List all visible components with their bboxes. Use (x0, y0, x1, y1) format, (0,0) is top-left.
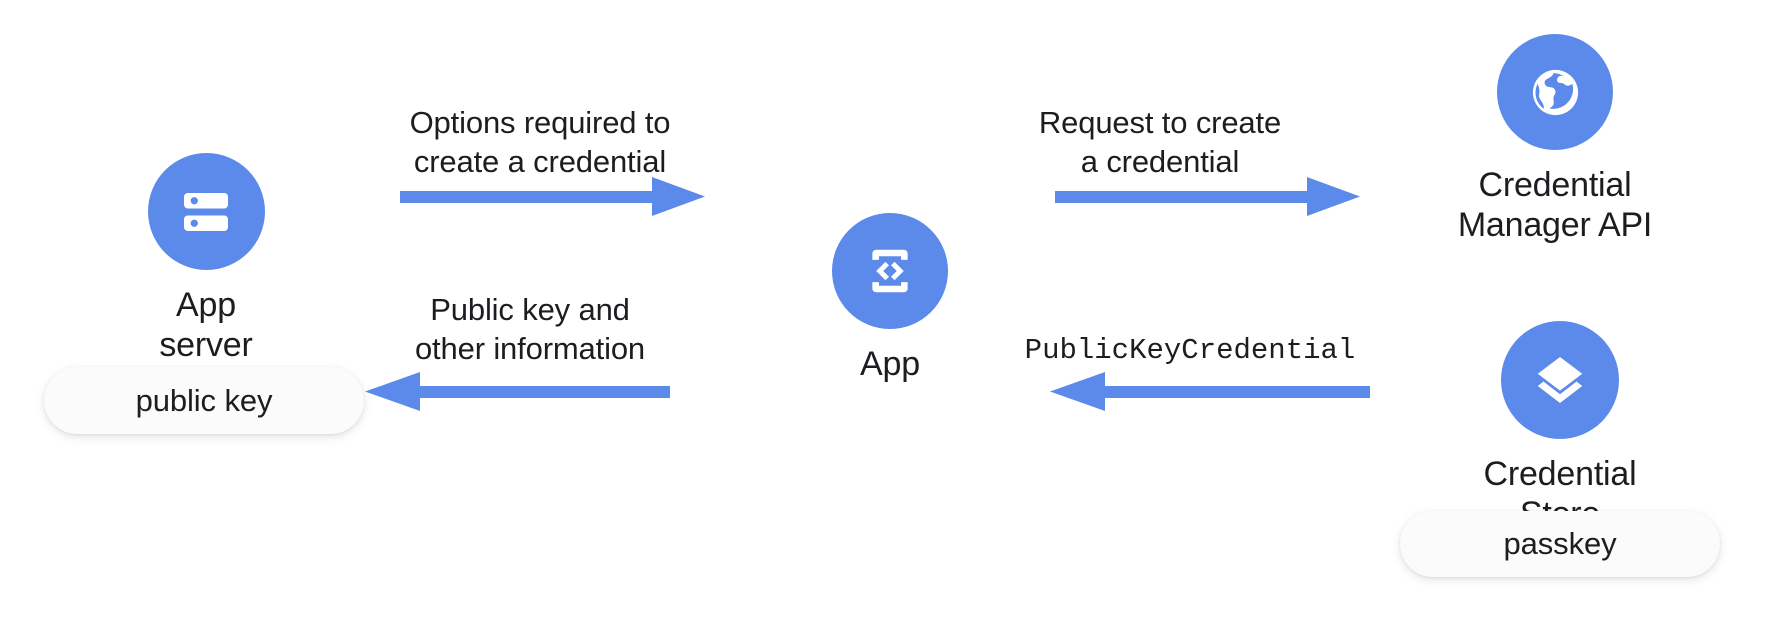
chip-public-key-label: public key (135, 382, 273, 418)
caption-request-to-create: Request to create a credential (1038, 105, 1282, 180)
app-code-phone-icon (872, 249, 908, 293)
arrow-public-key-and-other-information (365, 372, 670, 411)
node-credential-store: Credential Store (1445, 321, 1675, 535)
chip-public-key: public key (44, 367, 364, 434)
server-icon (184, 192, 228, 231)
credential-store-icon-disc (1501, 321, 1619, 439)
node-app-server: App server (126, 153, 286, 366)
arrow-request-to-create (1055, 177, 1360, 216)
arrow-options-required (400, 177, 705, 216)
caption-public-key-and-other-information: Public key and other information (414, 292, 646, 367)
layers-stack-icon (1537, 357, 1583, 403)
chip-passkey-label: passkey (1503, 526, 1617, 561)
app-label: App (860, 345, 920, 383)
globe-icon (1532, 69, 1578, 115)
caption-public-key-credential: PublicKeyCredential (1024, 334, 1356, 367)
caption-options-required: Options required to create a credential (409, 105, 671, 180)
credential-manager-api-icon-disc (1497, 34, 1613, 150)
app-server-icon-disc (147, 153, 265, 270)
app-server-label: App server (159, 286, 253, 364)
chip-passkey: passkey (1400, 511, 1720, 577)
app-icon-disc (832, 213, 948, 329)
node-credential-manager-api: Credential Manager API (1440, 34, 1670, 246)
credential-manager-api-label: Credential Manager API (1457, 166, 1653, 244)
arrow-public-key-credential (1050, 372, 1370, 411)
node-app: App (832, 213, 948, 385)
